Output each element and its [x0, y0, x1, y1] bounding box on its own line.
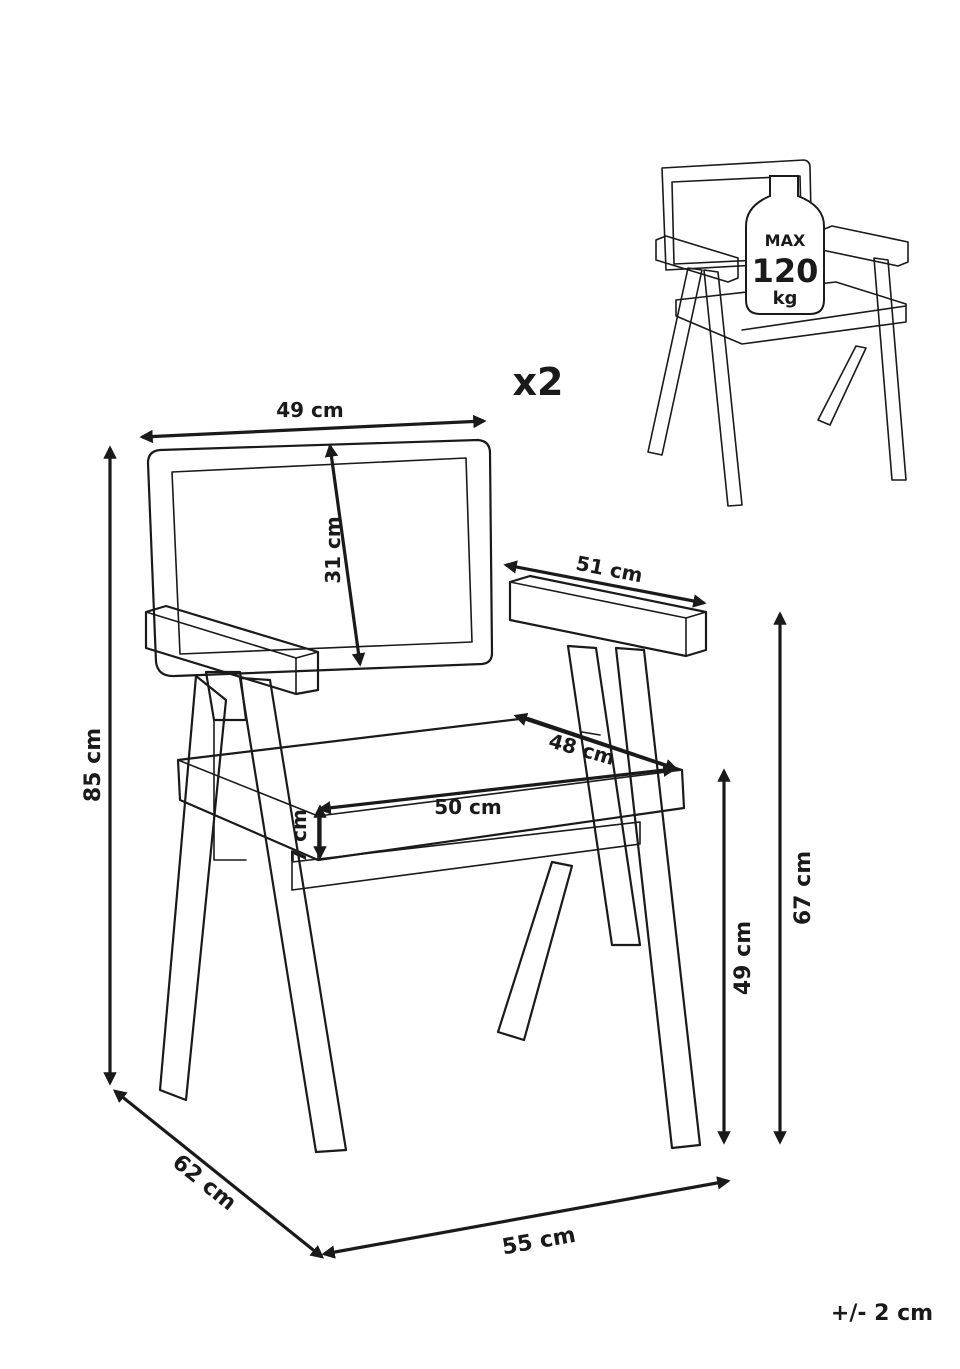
- left-armrest: [144, 604, 320, 696]
- front-right-leg: [238, 676, 348, 1154]
- badge-line1: MAX: [765, 231, 806, 250]
- label-total-height: 85 cm: [81, 728, 106, 802]
- dim-line-backrest-width: [139, 414, 487, 444]
- label-seat-height: 49 cm: [731, 921, 756, 995]
- label-seat-thickness: 7 cm: [287, 809, 311, 863]
- label-seat-width: 50 cm: [434, 795, 502, 819]
- label-tolerance: +/- 2 cm: [831, 1301, 933, 1326]
- dimension-lines: [103, 414, 787, 1259]
- label-armrest-height: 67 cm: [791, 851, 816, 925]
- front-leg-angled: [614, 646, 702, 1150]
- max-weight-badge: MAX 120 kg: [745, 175, 825, 315]
- dim-line-backrest-height: [324, 443, 366, 667]
- label-backrest-width: 49 cm: [276, 398, 344, 422]
- dim-line-seat-depth: [513, 713, 679, 772]
- seat-cushion: [176, 716, 686, 862]
- back-left-angled-leg: [496, 860, 574, 1042]
- badge-line2: 120: [752, 252, 819, 290]
- back-right-leg: [566, 644, 642, 947]
- dim-line-total-width: [321, 1176, 731, 1259]
- quantity-label: x2: [513, 360, 564, 404]
- weight-vase-icon: [745, 175, 825, 315]
- backrest-frame: [146, 438, 494, 678]
- label-total-width: 55 cm: [500, 1223, 577, 1261]
- rear-rail: [581, 731, 601, 736]
- label-armrest-length: 51 cm: [574, 551, 645, 587]
- front-seat-rail: [291, 821, 641, 891]
- dim-line-seat-width: [317, 763, 677, 815]
- dim-line-total-depth: [112, 1089, 325, 1259]
- backrest-cane-panel: [171, 457, 473, 655]
- dim-line-armrest-length: [503, 560, 707, 608]
- label-backrest-height: 31 cm: [321, 516, 345, 584]
- badge-line3: kg: [773, 288, 798, 309]
